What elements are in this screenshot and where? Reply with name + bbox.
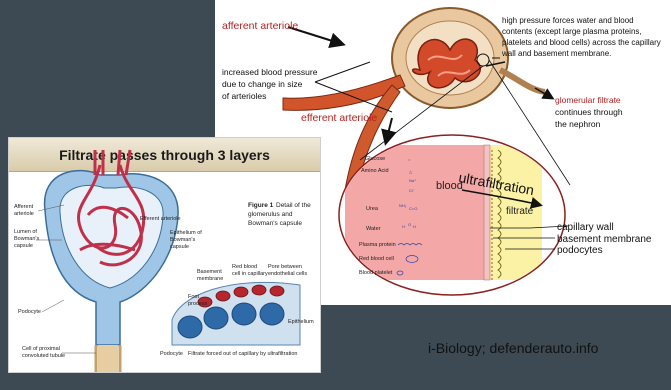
svg-text:Figure 1: Figure 1 xyxy=(248,202,274,209)
svg-text:glomerulus and: glomerulus and xyxy=(248,211,293,218)
svg-text:Bowman's capsule: Bowman's capsule xyxy=(248,220,302,227)
svg-text:Epithelium of: Epithelium of xyxy=(170,230,202,236)
svg-text:membrane: membrane xyxy=(197,276,223,282)
svg-text:process: process xyxy=(188,301,208,307)
svg-text:Lumen of: Lumen of xyxy=(14,229,37,235)
svg-text:Afferent: Afferent xyxy=(14,204,34,210)
filtration-detail xyxy=(172,282,300,345)
svg-text:capsule: capsule xyxy=(170,244,189,250)
svg-text:Cell of proximal: Cell of proximal xyxy=(22,346,60,352)
svg-text:Efferent arteriole: Efferent arteriole xyxy=(140,216,181,222)
svg-text:convoluted tubule: convoluted tubule xyxy=(22,353,65,359)
svg-text:Basement: Basement xyxy=(197,269,222,275)
svg-text:Epithelium: Epithelium xyxy=(288,319,314,325)
svg-text:Detail of the: Detail of the xyxy=(276,202,311,209)
svg-text:Filtrate forced out of capilla: Filtrate forced out of capillary by ultr… xyxy=(188,351,297,357)
figure-caption: Figure 1 Detail of the glomerulus and Bo… xyxy=(248,202,311,227)
svg-text:Bowman's: Bowman's xyxy=(170,237,195,243)
svg-text:endothelial cells: endothelial cells xyxy=(268,271,307,277)
svg-text:capsule: capsule xyxy=(14,243,33,249)
svg-text:cell in capillary: cell in capillary xyxy=(232,271,268,277)
svg-text:Bowman's: Bowman's xyxy=(14,236,39,242)
credit-text: i-Biology; defenderauto.info xyxy=(428,340,598,356)
svg-text:Podocyte: Podocyte xyxy=(160,351,183,357)
svg-text:Foot: Foot xyxy=(188,294,199,300)
svg-text:arteriole: arteriole xyxy=(14,211,34,217)
svg-text:Red blood: Red blood xyxy=(232,264,257,270)
svg-text:Podocyte: Podocyte xyxy=(18,309,41,315)
svg-text:Pore between: Pore between xyxy=(268,264,302,270)
